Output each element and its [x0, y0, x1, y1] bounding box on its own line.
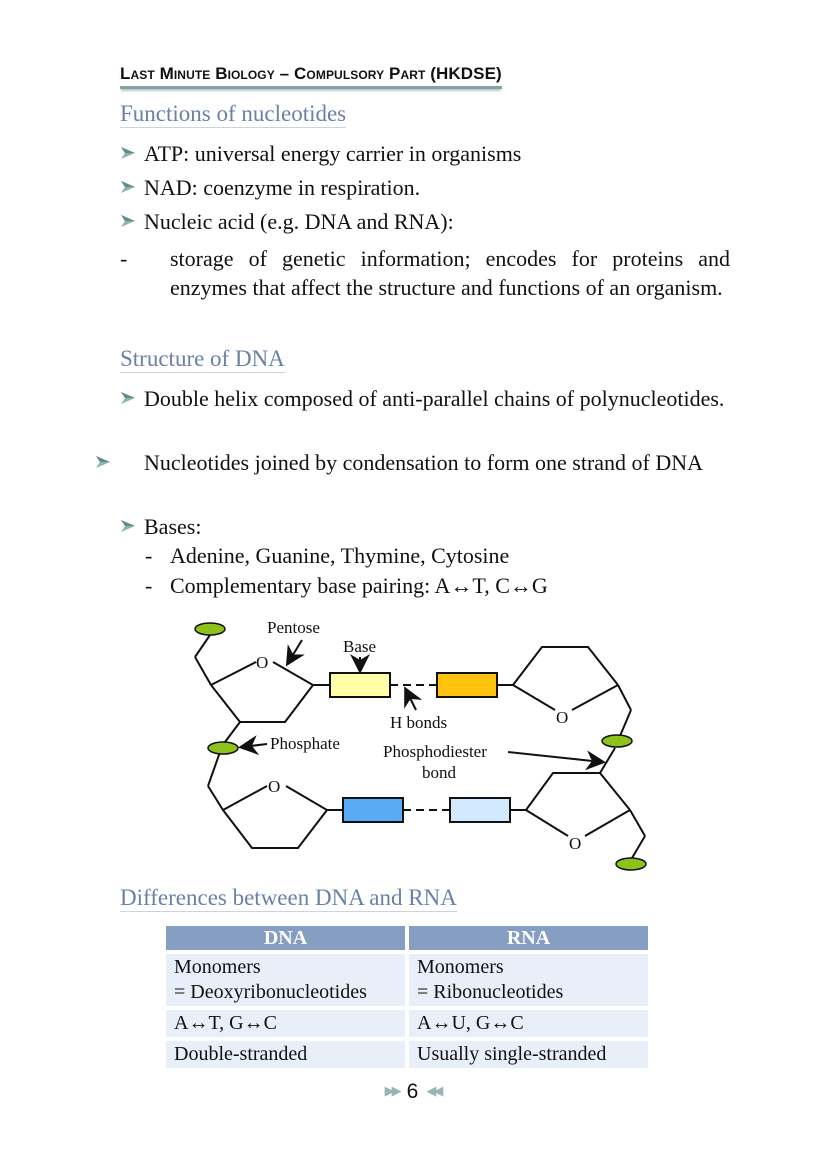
- cell-line: = Deoxyribonucleotides: [174, 981, 367, 1003]
- sub-item: - storage of genetic information; encodes…: [120, 244, 730, 302]
- sugar-ring-edge: [525, 809, 569, 837]
- phosphodiester-arrow: [507, 750, 606, 771]
- dash-marker: -: [145, 543, 153, 568]
- sugar-ring-edge: [512, 684, 556, 711]
- cell-line: A↔T, G↔C: [174, 1012, 277, 1034]
- column-header-rna: RNA: [409, 926, 648, 950]
- bullet-item: Double helix composed of anti-parallel c…: [120, 384, 730, 415]
- label-phosphodiester-bond: bond: [422, 763, 457, 782]
- column-header-dna: DNA: [166, 926, 405, 950]
- phosphate-group: [601, 734, 633, 748]
- bullet-item: ATP: universal energy carrier in organis…: [120, 139, 705, 170]
- bullet-item: Bases:: [120, 512, 705, 543]
- label-phosphate: Phosphate: [270, 734, 340, 753]
- sub-item: -Adenine, Guanine, Thymine, Cytosine: [145, 541, 705, 570]
- running-head: Last Minute Biology – Compulsory Part (H…: [120, 64, 502, 89]
- cell-line: Usually single-stranded: [417, 1043, 607, 1065]
- bullet-item: NAD: coenzyme in respiration.: [120, 173, 705, 204]
- backbone-bond: [194, 634, 211, 658]
- sugar-ring-edge: [525, 772, 631, 811]
- section-title-differences: Differences between DNA and RNA: [120, 885, 457, 913]
- bullet-text: Bases:: [144, 514, 202, 539]
- dash-marker: -: [120, 246, 128, 271]
- arrow-bullet-icon: [120, 175, 144, 204]
- bullet-item: Nucleotides joined by condensation to fo…: [96, 448, 730, 479]
- table-cell: A↔U, G↔C: [409, 1010, 648, 1037]
- page-number: 6: [406, 1080, 419, 1103]
- phosphate-arrow: [238, 735, 268, 756]
- cell-line: Monomers: [417, 956, 504, 978]
- bullet-item: Nucleic acid (e.g. DNA and RNA):: [120, 207, 705, 238]
- backbone-bond: [619, 709, 632, 737]
- table-cell: A↔T, G↔C: [166, 1010, 405, 1037]
- sugar-ring-edge: [207, 785, 268, 812]
- phosphate-group: [194, 622, 226, 636]
- sugar-ring-edge: [512, 646, 619, 686]
- cell-line: A↔U, G↔C: [417, 1012, 524, 1034]
- h-bonds-arrow: [404, 686, 423, 711]
- backbone-bond: [631, 835, 646, 859]
- backbone-bond: [599, 747, 616, 774]
- oxygen-label: O: [569, 834, 581, 853]
- sub-item: -Complementary base pairing: A↔T, C↔G: [145, 571, 705, 600]
- arrow-bullet-icon: [120, 386, 144, 415]
- sugar-ring-edge: [210, 661, 315, 723]
- label-phosphodiester: Phosphodiester: [383, 742, 487, 761]
- sugar-ring-edge: [571, 684, 619, 711]
- arrow-bullet-icon: [120, 209, 144, 238]
- double-arrow-right-icon: ▶▶: [384, 1083, 402, 1098]
- sugar-ring-edge: [584, 809, 631, 837]
- bullet-text: NAD: coenzyme in respiration.: [144, 175, 421, 200]
- phosphate-group: [615, 857, 647, 871]
- oxygen-label: O: [556, 708, 568, 727]
- base-top-left: [329, 672, 391, 698]
- backbone-bond: [194, 656, 212, 686]
- sugar-ring-edge: [210, 661, 257, 686]
- backbone-bond: [617, 684, 632, 711]
- pentose-arrow: [285, 639, 305, 667]
- bullet-text: Nucleic acid (e.g. DNA and RNA):: [144, 209, 454, 234]
- cell-line: Double-stranded: [174, 1043, 308, 1065]
- table-row: A↔T, G↔C A↔U, G↔C: [166, 1010, 648, 1037]
- dna-structure-diagram: O O O O Pentose Base H bonds Phosphate P…: [194, 618, 647, 871]
- page-footer: ▶▶ 6 ◀◀: [0, 1080, 825, 1104]
- sub-text: storage of genetic information; encodes …: [170, 246, 730, 300]
- base-top-right: [436, 672, 498, 698]
- sugar-ring-edge: [222, 785, 329, 849]
- backbone-bond: [224, 721, 241, 743]
- dna-rna-comparison-table: DNA RNA Monomers = Deoxyribonucleotides M…: [162, 922, 652, 1072]
- section-title-structure: Structure of DNA: [120, 346, 285, 374]
- cell-line: = Ribonucleotides: [417, 981, 564, 1003]
- label-h-bonds: H bonds: [390, 713, 447, 732]
- arrow-bullet-icon: [120, 514, 144, 543]
- table-row: Double-stranded Usually single-stranded: [166, 1041, 648, 1068]
- table-cell: Monomers = Deoxyribonucleotides: [166, 954, 405, 1006]
- base-bottom-left: [342, 797, 404, 823]
- oxygen-label: O: [268, 777, 280, 796]
- table-cell: Double-stranded: [166, 1041, 405, 1068]
- sub-text: Adenine, Guanine, Thymine, Cytosine: [170, 543, 510, 568]
- arrow-bullet-icon: [96, 450, 144, 479]
- table-cell: Monomers = Ribonucleotides: [409, 954, 648, 1006]
- backbone-bond: [207, 751, 221, 787]
- phosphate-group: [207, 741, 239, 755]
- label-pentose: Pentose: [267, 618, 320, 637]
- dash-marker: -: [145, 573, 153, 598]
- sub-text: Complementary base pairing: A↔T, C↔G: [170, 573, 548, 598]
- bullet-text: Double helix composed of anti-parallel c…: [144, 386, 725, 411]
- section-title-functions: Functions of nucleotides: [120, 101, 347, 129]
- base-bottom-right: [449, 797, 511, 823]
- oxygen-label: O: [256, 653, 268, 672]
- double-arrow-left-icon: ◀◀: [426, 1083, 443, 1098]
- label-base: Base: [343, 637, 376, 656]
- backbone-bond: [629, 809, 646, 837]
- table-cell: Usually single-stranded: [409, 1041, 648, 1068]
- cell-line: Monomers: [174, 956, 261, 978]
- bullet-text: Nucleotides joined by condensation to fo…: [144, 450, 704, 475]
- arrow-bullet-icon: [120, 141, 144, 170]
- bullet-text: ATP: universal energy carrier in organis…: [144, 141, 522, 166]
- table-row: Monomers = Deoxyribonucleotides Monomers =…: [166, 954, 648, 1006]
